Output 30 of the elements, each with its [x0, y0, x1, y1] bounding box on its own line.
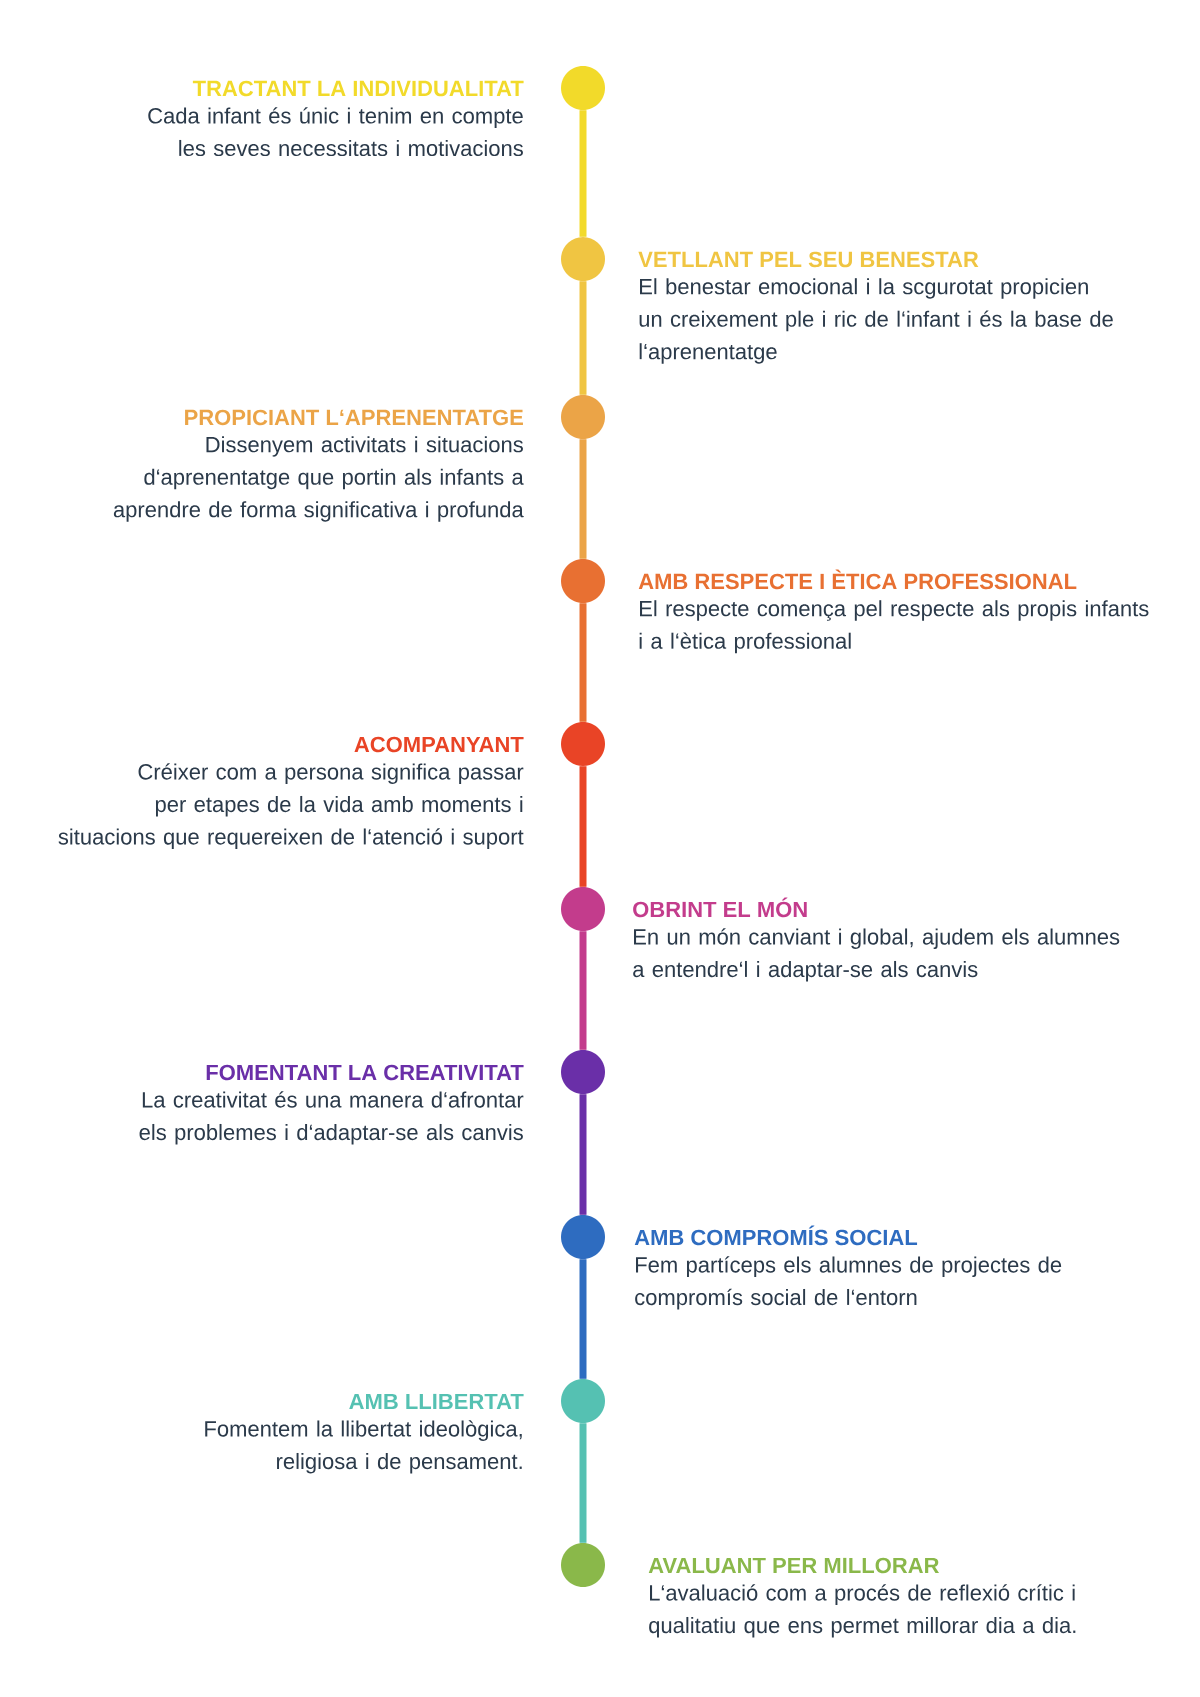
heading: AMB COMPROMÍS SOCIAL — [634, 1225, 918, 1246]
heading: AMB RESPECTE I ÈTICA PROFESSIONAL — [638, 569, 1077, 590]
heading: PROPICIANT L‘APRENENTATGE — [185, 409, 523, 426]
timeline-dot — [561, 1543, 605, 1587]
description: Dissenyem activitats i situacions d‘aprenentatge que portin als infants a aprendre de forma significativa i profunda — [113, 436, 524, 522]
timeline-dot — [561, 237, 605, 281]
timeline-dot — [561, 66, 605, 110]
timeline-dot — [561, 1379, 605, 1423]
timeline-dot — [561, 1050, 605, 1094]
heading: FOMENTANT LA CREATIVITAT — [206, 1064, 524, 1081]
description: El benestar emocional i la scgurotat propicien un creixement ple i ric de l‘infant i és la base de l‘aprenentatge — [639, 278, 1113, 364]
heading: ACOMPANYANT — [354, 736, 524, 753]
description: Cada infant és únic i tenim en compte les seves necessitats i motivacions — [148, 107, 523, 157]
heading: AMB LLIBERTAT — [349, 1393, 524, 1409]
description: En un món canviant i global, ajudem els alumnes a entendre‘l i adaptar-se als canvis — [633, 928, 1120, 982]
description: La creativitat és una manera d‘afrontar els problemes i d‘adaptar-se als canvis — [139, 1091, 524, 1145]
description: Créixer com a persona significa passar per etapes de la vida amb moments i situacions que requereixen de l‘atenció i suport — [58, 763, 524, 849]
description: Fem partíceps els alumnes de projectes de compromís social de l‘entorn — [635, 1256, 1062, 1310]
heading: OBRINT EL MÓN — [633, 897, 807, 918]
description: Fomentem la llibertat ideològica, religiosa i de pensament. — [205, 1420, 522, 1474]
timeline-dot — [561, 395, 605, 439]
heading: VETLLANT PEL SEU BENESTAR — [638, 251, 979, 268]
heading: AVALUANT PER MILLORAR — [648, 1557, 939, 1574]
description: L‘avaluació com a procés de reflexió crític i qualitatiu que ens permet millorar dia a dia. — [649, 1584, 1076, 1638]
heading: TRACTANT LA INDIVIDUALITAT — [192, 80, 524, 97]
timeline-dot — [561, 1215, 605, 1259]
description: El respecte comença pel respecte als propis infants i a l‘ètica professional — [639, 600, 1149, 654]
timeline-dot — [561, 887, 605, 931]
timeline-dot — [561, 722, 605, 766]
timeline-dot — [561, 559, 605, 603]
